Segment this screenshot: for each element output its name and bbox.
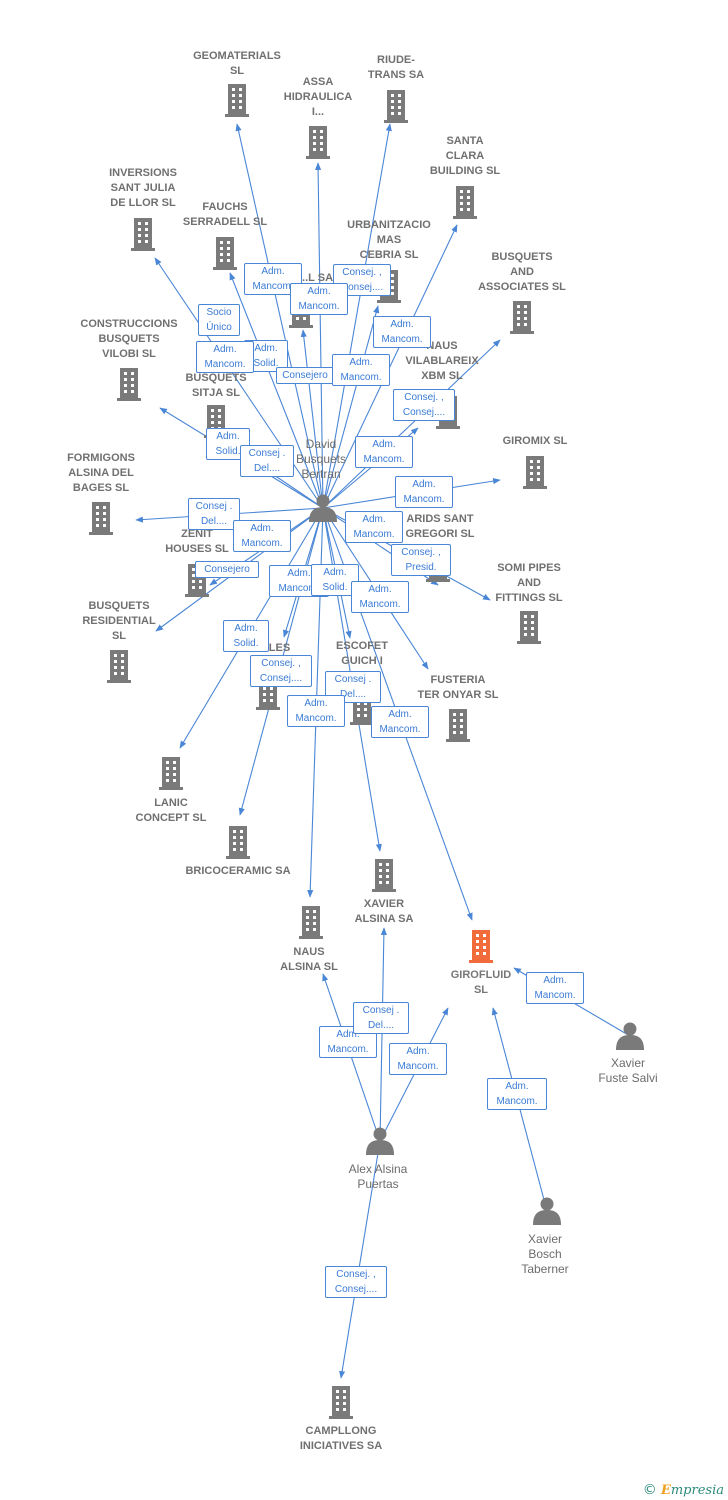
building-icon[interactable] (213, 237, 237, 270)
company-label-busquetsassoc[interactable]: BUSQUETS AND ASSOCIATES SL (478, 251, 566, 293)
footer-brand[interactable]: © Empresia (643, 1482, 724, 1498)
relation-label[interactable]: Adm. Mancom. (526, 972, 584, 1004)
company-label-arids[interactable]: ARIDS SANT GREGORI SL (405, 513, 475, 540)
company-label-construccions[interactable]: CONSTRUCCIONS BUSQUETS VILOBI SL (80, 318, 178, 360)
company-label-giromix[interactable]: GIROMIX SL (502, 435, 568, 447)
relation-label[interactable]: Adm. Mancom. (487, 1078, 547, 1110)
relation-label[interactable]: Adm. Mancom. (290, 283, 348, 315)
relation-label[interactable]: Adm. Mancom. (287, 695, 345, 727)
relation-edge (235, 123, 324, 509)
building-icon[interactable] (225, 84, 249, 117)
relation-label[interactable]: Socio Único (198, 304, 240, 336)
relation-label[interactable]: Consej . Del.... (240, 445, 294, 477)
company-label-somi[interactable]: SOMI PIPES AND FITTINGS SL (495, 562, 563, 604)
relation-label[interactable]: Adm. Solid. (223, 620, 269, 652)
company-label-assa[interactable]: ASSA HIDRAULICA I... (283, 76, 353, 118)
company-label-xavieralsina[interactable]: XAVIER ALSINA SA (354, 898, 414, 925)
building-icon[interactable] (306, 126, 330, 159)
company-label-girofluid[interactable]: GIROFLUID SL (450, 969, 512, 996)
company-label-lanic[interactable]: LANIC CONCEPT SL (135, 797, 207, 824)
relation-label[interactable]: Adm. Mancom. (389, 1043, 447, 1075)
relation-edge (315, 162, 324, 509)
relation-label[interactable]: Adm. Solid. (206, 428, 250, 460)
building-icon[interactable] (329, 1386, 353, 1419)
company-label-hidden_sa[interactable]: ...L SA (298, 272, 334, 284)
building-icon[interactable] (384, 90, 408, 123)
person-label-xavierbosch[interactable]: Xavier Bosch Taberner (521, 1232, 569, 1276)
company-label-nausvila[interactable]: NAUS VILABLAREIX XBM SL (405, 340, 479, 382)
company-label-riudetrans[interactable]: RIUDE- TRANS SA (367, 54, 425, 81)
person-label-david[interactable]: David Busquets Bertran (295, 437, 347, 481)
company-label-urbanitzacio[interactable]: URBANITZACIO MAS CEBRIA SL (347, 219, 431, 261)
relation-label[interactable]: Adm. Mancom. (371, 706, 429, 738)
person-icon[interactable] (533, 1197, 561, 1226)
company-label-nausalsina[interactable]: NAUS ALSINA SL (280, 946, 338, 973)
relation-label[interactable]: Adm. Mancom. (332, 354, 390, 386)
company-label-fusteria[interactable]: FUSTERIA TER ONYAR SL (417, 674, 499, 701)
person-label-alexalsina[interactable]: Alex Alsina Puertas (348, 1162, 408, 1191)
building-icon[interactable] (107, 650, 131, 683)
relation-edge (379, 927, 387, 1142)
relation-label[interactable]: Consej . Del.... (353, 1002, 409, 1034)
building-icon[interactable] (510, 301, 534, 334)
relation-edge (322, 123, 392, 509)
brand-initial: E (660, 1483, 671, 1498)
building-icon[interactable] (159, 757, 183, 790)
relation-label[interactable]: Adm. Mancom. (351, 581, 409, 613)
building-icon[interactable] (446, 709, 470, 742)
building-icon[interactable] (453, 186, 477, 219)
relation-label[interactable]: Consej. , Consej.... (250, 655, 312, 687)
relation-label[interactable]: Adm. Mancom. (233, 520, 291, 552)
person-label-xavierfuste[interactable]: Xavier Fuste Salvi (598, 1056, 658, 1085)
company-label-bricoceramic[interactable]: BRICOCERAMIC SA (185, 865, 291, 877)
building-icon[interactable] (523, 456, 547, 489)
relation-edge (322, 339, 501, 509)
building-icon[interactable] (517, 611, 541, 644)
relation-label[interactable]: Adm. Mancom. (373, 316, 431, 348)
relation-label[interactable]: Adm. Mancom. (345, 511, 403, 543)
relation-edge (322, 224, 458, 509)
company-label-geomaterials[interactable]: GEOMATERIALS SL (193, 50, 281, 77)
building-icon[interactable] (117, 368, 141, 401)
relation-edge (339, 1140, 381, 1379)
building-icon-highlight[interactable] (469, 930, 493, 963)
company-label-busquetssitja[interactable]: BUSQUETS SITJA SL (185, 372, 247, 399)
relation-label[interactable]: Consej . Del.... (188, 498, 240, 530)
relation-label[interactable]: Adm. Mancom. (196, 341, 254, 373)
company-label-campllong[interactable]: CAMPLLONG INICIATIVES SA (299, 1425, 383, 1452)
relation-label[interactable]: Adm. Mancom. (395, 476, 453, 508)
company-label-santaclara[interactable]: SANTA CLARA BUILDING SL (429, 135, 501, 177)
building-icon[interactable] (372, 859, 396, 892)
building-icon[interactable] (226, 826, 250, 859)
company-label-zenit[interactable]: ZENIT HOUSES SL (165, 528, 229, 555)
relation-label[interactable]: Consejero (195, 561, 259, 578)
relation-edge (229, 272, 324, 509)
relation-edge (300, 329, 324, 509)
building-icon[interactable] (299, 906, 323, 939)
person-icon[interactable] (616, 1022, 644, 1051)
relation-label[interactable]: Consej. , Consej.... (393, 389, 455, 421)
company-label-fauchs[interactable]: FAUCHS SERRADELL SL (182, 201, 268, 228)
company-label-busquetsres[interactable]: BUSQUETS RESIDENTIAL SL (82, 600, 156, 642)
building-icon[interactable] (131, 218, 155, 251)
relation-label[interactable]: Consejero (276, 367, 334, 384)
relation-edge (322, 305, 380, 509)
relation-label[interactable]: Adm. Mancom. (319, 1026, 377, 1058)
relation-label[interactable]: Consej. , Presid. (391, 544, 451, 576)
relation-label[interactable]: Adm. Mancom. (355, 436, 413, 468)
brand-name: mpresia (670, 1483, 724, 1498)
company-label-formigons[interactable]: FORMIGONS ALSINA DEL BAGES SL (67, 452, 135, 494)
building-icon[interactable] (89, 502, 113, 535)
copyright-icon: © (642, 1482, 657, 1498)
person-icon[interactable] (366, 1127, 394, 1156)
company-label-inversions[interactable]: INVERSIONS SANT JULIA DE LLOR SL (109, 167, 177, 209)
relation-label[interactable]: Consej. , Consej.... (325, 1266, 387, 1298)
relation-edge (154, 257, 324, 509)
